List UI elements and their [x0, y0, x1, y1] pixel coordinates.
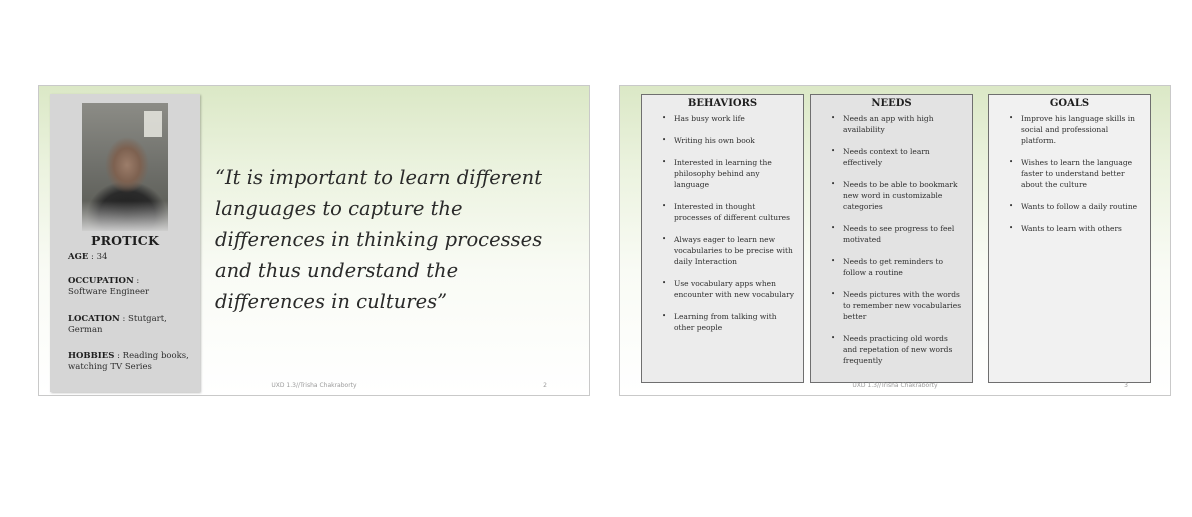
persona-card: PROTICK AGE : 34 OCCUPATION : Software E…: [50, 94, 200, 392]
occupation-colon: :: [133, 276, 140, 286]
list-item: Improve his language skills in social an…: [1009, 113, 1142, 146]
slide-footer: UXD 1.3//Trisha Chakraborty: [852, 382, 938, 389]
slide-number: 2: [543, 382, 547, 389]
occupation-value: Software Engineer: [68, 287, 150, 297]
photo-background-window: [144, 111, 162, 137]
list-item: Needs pictures with the words to remembe…: [831, 289, 964, 322]
list-item: Wants to learn with others: [1009, 223, 1142, 234]
list-item: Learning from talking with other people: [662, 311, 795, 333]
behaviors-title: BEHAVIORS: [687, 98, 758, 109]
needs-list: Needs an app with high availability Need…: [811, 113, 972, 366]
behaviors-list: Has busy work life Writing his own book …: [642, 113, 803, 333]
list-item: Needs to get reminders to follow a routi…: [831, 256, 964, 278]
persona-quote: “It is important to learn different lang…: [215, 166, 543, 313]
needs-column: NEEDS Needs an app with high availabilit…: [810, 94, 973, 383]
list-item: Interested in learning the philosophy be…: [662, 157, 795, 190]
list-item: Needs an app with high availability: [831, 113, 964, 135]
slide-persona[interactable]: PROTICK AGE : 34 OCCUPATION : Software E…: [38, 85, 590, 396]
persona-age: AGE : 34: [68, 252, 194, 263]
list-item: Always eager to learn new vocabularies t…: [662, 234, 795, 267]
persona-occupation: OCCUPATION : Software Engineer: [68, 276, 194, 298]
hobbies-value: : Reading books, watching TV Series: [68, 351, 189, 372]
list-item: Wants to follow a daily routine: [1009, 201, 1142, 212]
age-label: AGE: [68, 252, 89, 262]
persona-photo: [82, 103, 168, 231]
hobbies-label: HOBBIES: [68, 351, 115, 361]
list-item: Needs to see progress to feel motivated: [831, 223, 964, 245]
list-item: Needs to be able to bookmark new word in…: [831, 179, 964, 212]
slide-footer: UXD 1.3//Trisha Chakraborty: [271, 382, 357, 389]
list-item: Use vocabulary apps when encounter with …: [662, 278, 795, 300]
location-label: LOCATION: [68, 314, 120, 324]
persona-location: LOCATION : Stutgart, German: [68, 314, 194, 336]
goals-title: GOALS: [1049, 98, 1090, 109]
list-item: Has busy work life: [662, 113, 795, 124]
age-value: : 34: [91, 252, 108, 262]
list-item: Interested in thought processes of diffe…: [662, 201, 795, 223]
list-item: Writing his own book: [662, 135, 795, 146]
list-item: Needs context to learn effectively: [831, 146, 964, 168]
persona-hobbies: HOBBIES : Reading books, watching TV Ser…: [68, 351, 194, 373]
slide-behaviors-needs-goals[interactable]: BEHAVIORS Has busy work life Writing his…: [619, 85, 1171, 396]
behaviors-column: BEHAVIORS Has busy work life Writing his…: [641, 94, 804, 383]
slide-number: 3: [1124, 382, 1128, 389]
needs-title: NEEDS: [871, 98, 912, 109]
location-value: : Stutgart, German: [68, 314, 167, 335]
goals-column: GOALS Improve his language skills in soc…: [988, 94, 1151, 383]
goals-list: Improve his language skills in social an…: [989, 113, 1150, 234]
photo-blur: [82, 201, 168, 231]
list-item: Needs practicing old words and repetatio…: [831, 333, 964, 366]
persona-name: PROTICK: [90, 233, 160, 248]
occupation-label: OCCUPATION: [68, 276, 134, 286]
list-item: Wishes to learn the language faster to u…: [1009, 157, 1142, 190]
